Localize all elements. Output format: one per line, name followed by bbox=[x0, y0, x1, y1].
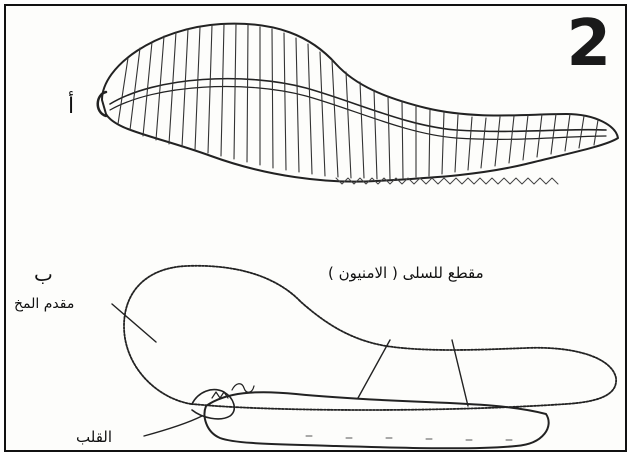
figure-frame: 2 bbox=[4, 4, 627, 452]
embryo-drawings bbox=[6, 6, 635, 464]
heart-label: القلب bbox=[76, 428, 112, 446]
embryo-a-drawing bbox=[98, 24, 618, 184]
part-b-label: ب bbox=[34, 262, 53, 286]
amnion-section-caption: مقطع للسلى ( الامنيون ) bbox=[328, 264, 484, 282]
forebrain-label: مقدم المخ bbox=[14, 296, 74, 312]
embryo-b-drawing bbox=[112, 266, 616, 449]
part-a-label: أ bbox=[68, 94, 74, 119]
